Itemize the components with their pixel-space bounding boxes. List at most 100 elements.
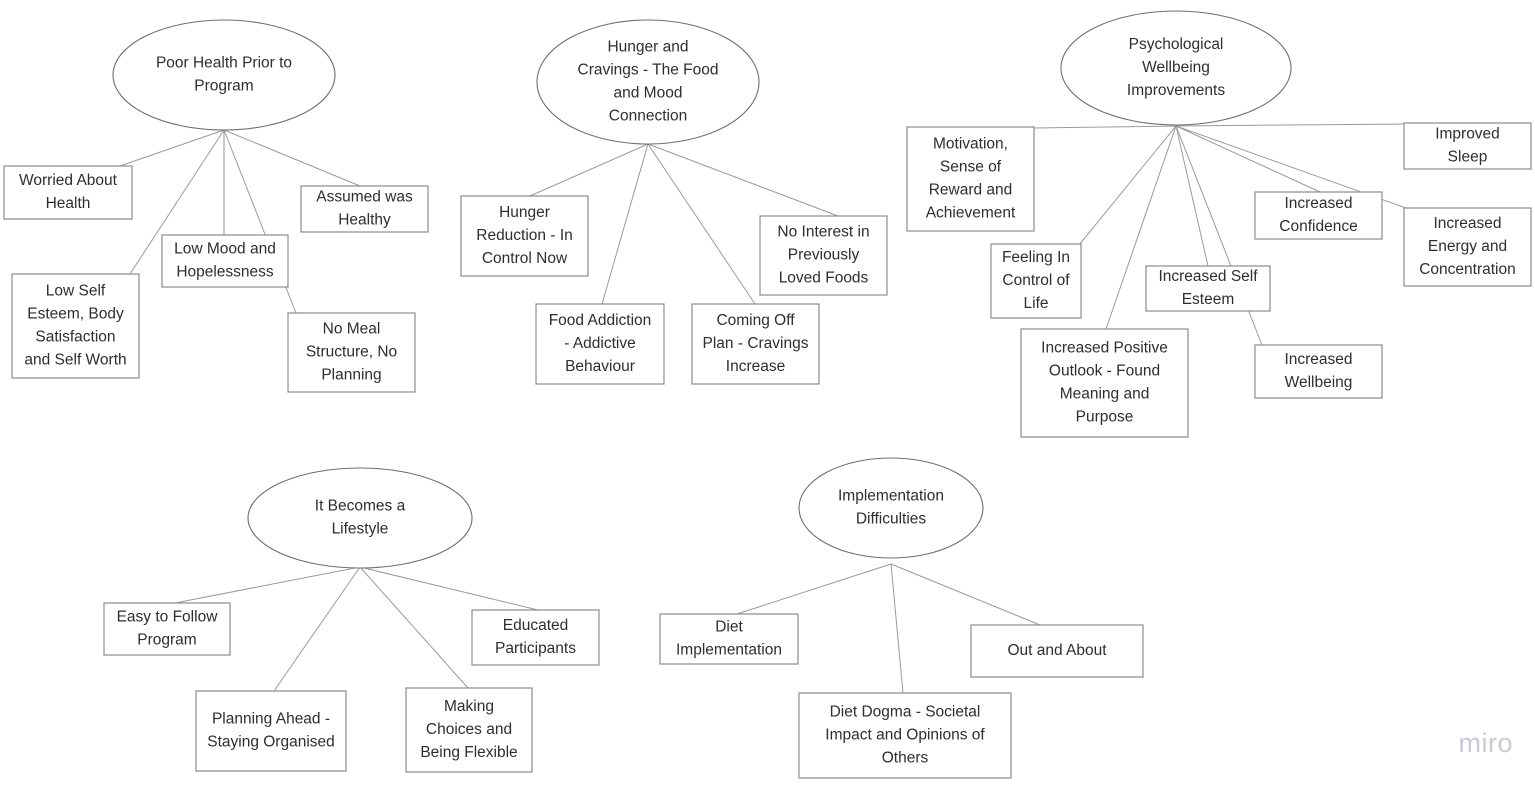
edge-lifestyle [359, 566, 539, 611]
code-box[interactable] [471, 609, 600, 666]
edge-implementation [890, 563, 1041, 626]
code-box[interactable] [535, 303, 665, 385]
edge-psych-wellbeing [1033, 125, 1177, 129]
code-box[interactable] [659, 613, 799, 665]
code-box[interactable] [1020, 328, 1189, 438]
code-label-implementation-2: Out and About [1007, 642, 1107, 659]
code-box[interactable] [1254, 344, 1383, 399]
code-box[interactable] [759, 215, 888, 296]
theme-ellipse[interactable] [1060, 10, 1292, 126]
theme-ellipse[interactable] [112, 19, 336, 131]
edge-poor-health [119, 129, 225, 167]
edge-lifestyle [359, 566, 469, 689]
code-box[interactable] [460, 195, 589, 277]
theme-ellipse[interactable] [247, 467, 473, 569]
code-box[interactable] [990, 243, 1082, 319]
edge-implementation [890, 563, 904, 694]
code-box[interactable] [11, 273, 140, 379]
edge-hunger-cravings [647, 143, 839, 217]
edge-psych-wellbeing [1105, 125, 1177, 330]
code-box[interactable] [691, 303, 820, 385]
code-box[interactable] [1403, 122, 1532, 170]
code-box[interactable] [1254, 191, 1383, 240]
miro-watermark: miro [1458, 728, 1513, 758]
theme-ellipse[interactable] [798, 457, 984, 559]
code-box[interactable] [300, 185, 429, 233]
code-box[interactable] [3, 165, 133, 220]
theme-ellipse[interactable] [536, 19, 760, 145]
edge-psych-wellbeing [1175, 123, 1407, 127]
edge-poor-health [223, 129, 361, 187]
code-node-lifestyle-1[interactable]: Planning Ahead -Staying Organised [195, 690, 347, 772]
code-node-implementation-2[interactable]: Out and About [970, 624, 1144, 678]
code-box[interactable] [161, 234, 289, 288]
edge-hunger-cravings [647, 143, 756, 305]
code-box[interactable] [798, 692, 1012, 779]
edge-psych-wellbeing [1175, 125, 1263, 346]
code-box[interactable] [405, 687, 533, 773]
code-box[interactable] [195, 690, 347, 772]
edge-lifestyle [273, 566, 361, 692]
code-box[interactable] [970, 624, 1144, 678]
edge-hunger-cravings [601, 143, 649, 305]
code-box[interactable] [1145, 265, 1271, 312]
edge-implementation [736, 563, 892, 615]
edge-psych-wellbeing [1175, 125, 1209, 267]
edge-poor-health [129, 129, 225, 275]
code-box[interactable] [287, 312, 416, 393]
code-box[interactable] [906, 126, 1035, 232]
code-box[interactable] [103, 602, 231, 656]
edge-psych-wellbeing [1175, 125, 1321, 193]
code-box[interactable] [1403, 207, 1532, 287]
